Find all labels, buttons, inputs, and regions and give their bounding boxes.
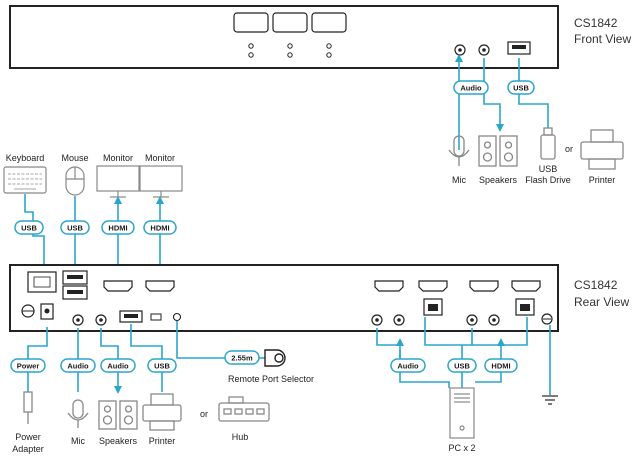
pc-count-label: PC x 2 [448,443,475,453]
remote-port-selector-icon [264,349,286,367]
remote-port[interactable] [172,312,182,322]
rear-view-label: Rear View [574,295,629,309]
pc2-hdmi-port-b[interactable] [511,280,541,292]
rear-usb-badge: USB [147,358,177,373]
svg-text:Power: Power [17,362,40,371]
hub-label: Hub [232,432,249,442]
rj45-port[interactable] [27,271,57,293]
monitor-1-icon [96,165,140,198]
rear-printer-icon [142,393,182,431]
rear-model-label: CS1842 [574,278,618,292]
pc1-hdmi-port-b[interactable] [418,280,448,292]
svg-text:Audio: Audio [397,362,419,371]
power-adapter-icon [23,391,33,424]
keyboard-usb-badge: USB [14,220,44,235]
svg-text:2.55m: 2.55m [231,354,253,363]
console-hdmi-2[interactable] [145,280,175,292]
monitor-2-icon [139,165,183,198]
pc2-hdmi-port-a[interactable] [469,280,499,292]
front-or-label: or [565,144,573,154]
monitor-2-label: Monitor [145,153,175,163]
port-leds [248,43,332,58]
power-adapter-label-1: Power [15,432,41,442]
keyboard-icon [3,166,47,194]
monitor-2-hdmi-badge: HDMI [143,220,177,235]
power-adapter-label-2: Adapter [12,444,44,454]
rear-or-label: or [200,409,208,419]
svg-text:HDMI: HDMI [491,362,510,371]
svg-text:Audio: Audio [67,362,89,371]
rear-printer-label: Printer [149,436,176,446]
mouse-usb-badge: USB [60,220,90,235]
dip-switch[interactable] [150,313,162,321]
svg-text:HDMI: HDMI [150,224,169,233]
monitor-1-label: Monitor [103,153,133,163]
remote-port-selector-label: Remote Port Selector [228,374,314,384]
console-hdmi-1[interactable] [103,280,133,292]
front-view-label: Front View [574,32,631,46]
svg-text:USB: USB [154,362,170,371]
front-usb-badge: USB [507,80,535,95]
svg-text:USB: USB [454,362,470,371]
svg-text:USB: USB [21,224,37,233]
svg-text:Audio: Audio [107,362,129,371]
mic-icon [448,135,470,166]
rear-mic-icon [67,399,89,428]
power-badge: Power [10,358,46,373]
svg-text:USB: USB [513,84,529,93]
speakers-icon [478,135,518,167]
front-printer-label: Printer [589,175,616,185]
usb-hub-icon [218,396,270,422]
pc1-hdmi-port-a[interactable] [374,280,404,292]
port-button-1[interactable] [233,12,269,33]
front-speakers-label: Speakers [479,175,518,185]
pc-tower-icon [449,387,475,439]
port-button-3[interactable] [311,12,347,33]
usb-flash-drive-icon [540,127,556,160]
ground-icon [542,395,558,405]
cable-length-badge: 2.55m [224,350,260,365]
svg-text:USB: USB [67,224,83,233]
front-model-label: CS1842 [574,16,618,30]
rear-speakers-label: Speakers [99,436,138,446]
rear-speaker-audio-badge: Audio [100,358,136,373]
mouse-label: Mouse [61,153,88,163]
usb-flash-label-2: Flash Drive [525,175,571,185]
pc-audio-badge: Audio [390,358,426,373]
rear-mic-label: Mic [71,436,85,446]
mouse-icon [65,166,85,196]
rear-speakers-icon [98,400,138,430]
svg-text:HDMI: HDMI [108,224,127,233]
monitor-1-hdmi-badge: HDMI [101,220,135,235]
front-audio-badge: Audio [453,80,489,95]
rear-mic-audio-badge: Audio [60,358,96,373]
front-panel [9,5,559,69]
port-button-2[interactable] [272,12,308,33]
rear-panel [9,264,559,332]
front-mic-label: Mic [452,175,466,185]
pc-hdmi-badge: HDMI [484,358,518,373]
printer-icon [580,129,624,170]
svg-text:Audio: Audio [460,84,482,93]
usb-flash-label-1: USB [539,164,558,174]
pc-usb-badge: USB [447,358,477,373]
keyboard-label: Keyboard [6,153,45,163]
